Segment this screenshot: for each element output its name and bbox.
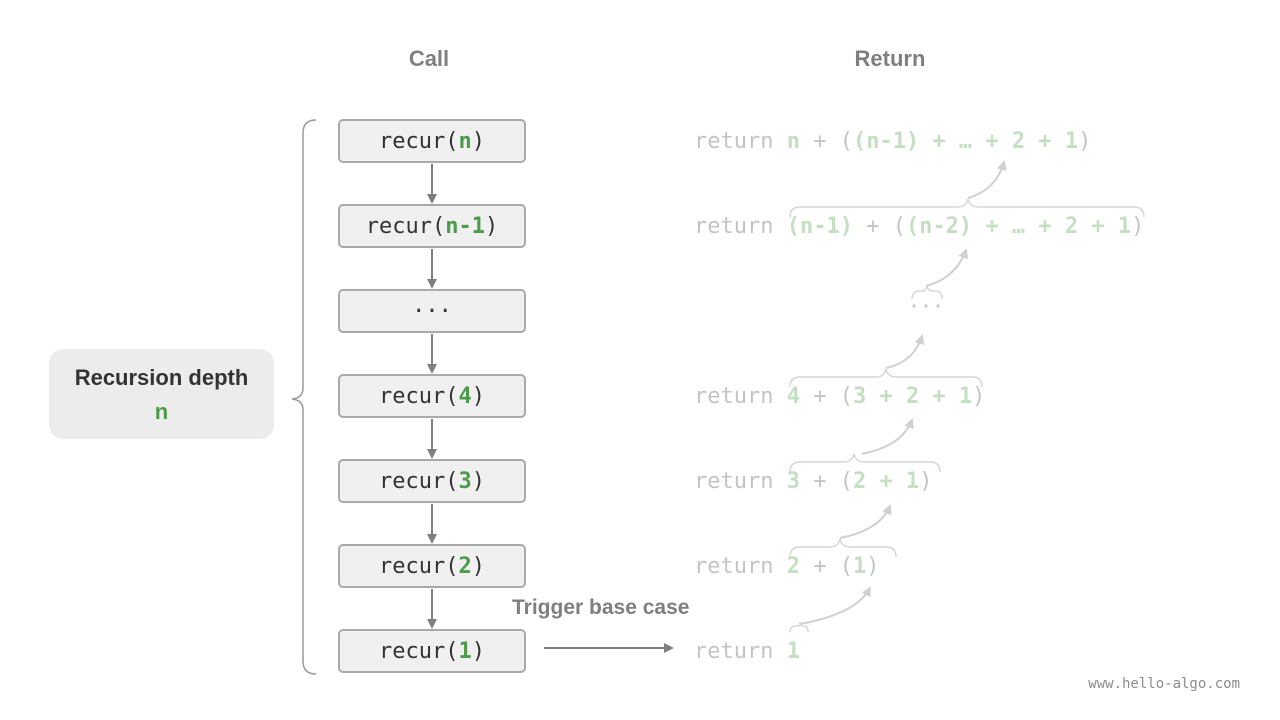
return-curve-arrow — [839, 504, 892, 539]
call-box: recur(1) — [338, 629, 526, 673]
call-column-title: Call — [408, 46, 450, 71]
call-arg: 3 — [458, 468, 472, 494]
return-keyword: return — [694, 639, 787, 664]
call-arg: 1 — [458, 638, 472, 664]
return-line: return 3 + (2 + 1) — [694, 467, 932, 497]
call-box: recur(4) — [338, 374, 526, 418]
call-close: ) — [471, 638, 485, 664]
recursion-depth-box: Recursion depth n — [49, 349, 274, 439]
call-box: recur(2) — [338, 544, 526, 588]
return-mid: + ( — [799, 129, 853, 154]
return-underbrace — [789, 198, 1145, 218]
return-mid: + ( — [852, 214, 906, 239]
recursion-depth-value: n — [154, 399, 169, 424]
return-ellipsis: ··· — [907, 294, 945, 318]
return-head: n — [786, 129, 800, 154]
return-curve-arrow — [799, 586, 871, 625]
recursion-depth-title: Recursion depth — [74, 365, 249, 390]
return-tail: 2 + 1 — [852, 469, 920, 494]
return-curve-arrow — [925, 248, 969, 287]
return-keyword: return — [694, 214, 787, 239]
return-head: 3 — [786, 469, 800, 494]
return-keyword: return — [694, 554, 787, 579]
return-line: return (n-1) + ((n-2) + … + 2 + 1) — [694, 212, 1144, 242]
call-close: ) — [471, 383, 485, 409]
call-fn: recur( — [379, 128, 459, 154]
return-tail: (n-2) + … + 2 + 1 — [905, 214, 1132, 239]
return-head: 4 — [786, 384, 800, 409]
return-mid: + ( — [799, 469, 853, 494]
return-underbrace — [789, 538, 897, 558]
return-underbrace — [789, 621, 809, 633]
return-line: return 1 — [694, 637, 800, 667]
return-line: return 4 + (3 + 2 + 1) — [694, 382, 985, 412]
return-keyword: return — [694, 384, 787, 409]
return-end: ) — [1131, 214, 1145, 239]
return-keyword: return — [694, 469, 787, 494]
return-tail: 1 — [852, 554, 867, 579]
return-curve-arrow — [861, 418, 914, 455]
return-mid: + ( — [799, 554, 853, 579]
return-column-title: Return — [854, 46, 926, 71]
call-box: recur(n) — [338, 119, 526, 163]
return-underbrace — [789, 453, 941, 473]
call-fn: recur( — [379, 468, 459, 494]
return-head: 2 — [786, 554, 800, 579]
return-end: ) — [919, 469, 933, 494]
return-line: return 2 + (1) — [694, 552, 879, 582]
call-box: recur(n-1) — [338, 204, 526, 248]
return-end: ) — [1078, 129, 1092, 154]
call-box: recur(3) — [338, 459, 526, 503]
return-keyword: return — [694, 129, 787, 154]
call-close: ) — [484, 213, 499, 239]
return-mid: + ( — [799, 384, 853, 409]
call-fn: recur( — [379, 383, 459, 409]
call-arg: 4 — [458, 383, 472, 409]
call-box-ellipsis: ··· — [338, 289, 526, 333]
call-close: ) — [471, 128, 485, 154]
call-fn: ··· — [412, 298, 452, 324]
return-tail: 3 + 2 + 1 — [852, 384, 973, 409]
call-close: ) — [471, 468, 485, 494]
call-arg: n — [458, 128, 472, 154]
trigger-base-case-label: Trigger base case — [512, 596, 690, 619]
return-end: ) — [972, 384, 986, 409]
return-curve-arrow — [967, 160, 1007, 199]
call-fn: recur( — [379, 638, 459, 664]
return-head: (n-1) — [786, 214, 853, 239]
call-fn: recur( — [379, 553, 459, 579]
call-arg: 2 — [458, 553, 472, 579]
return-line: return n + ((n-1) + … + 2 + 1) — [694, 127, 1091, 157]
call-arg: n-1 — [445, 213, 485, 239]
return-head: 1 — [786, 639, 800, 664]
return-underbrace — [789, 368, 983, 388]
call-close: ) — [471, 553, 485, 579]
depth-brace — [291, 119, 317, 675]
return-tail: (n-1) + … + 2 + 1 — [852, 129, 1079, 154]
return-end: ) — [866, 554, 880, 579]
watermark: www.hello-algo.com — [1088, 676, 1240, 692]
return-curve-arrow — [885, 334, 925, 369]
call-fn: recur( — [365, 213, 446, 239]
